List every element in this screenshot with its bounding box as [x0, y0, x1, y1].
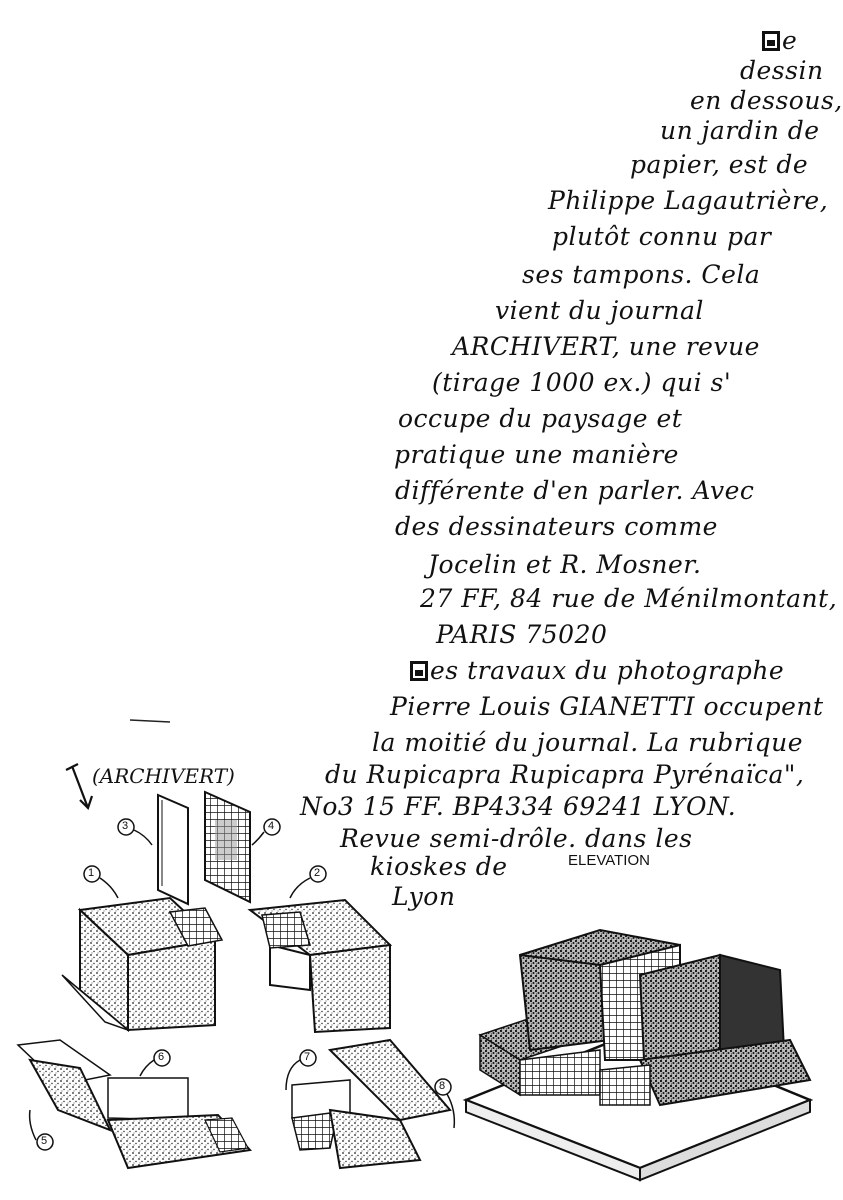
- text-line-16: Jocelin et R. Mosner.: [428, 550, 702, 579]
- text-line-20: Pierre Louis GIANETTI occupent: [390, 692, 824, 721]
- step-number-1: 1: [88, 867, 95, 879]
- text-line-5: papier, est de: [630, 150, 809, 179]
- drop-cap-l-2: [410, 661, 428, 681]
- text-line-2: dessin: [740, 56, 824, 85]
- step-number-4: 4: [268, 820, 275, 832]
- text-line-18: PARIS 75020: [436, 620, 608, 649]
- step-2-box: [247, 865, 393, 1034]
- text-line-23: No3 15 FF. BP4334 69241 LYON.: [300, 792, 737, 821]
- step-number-2: 2: [314, 867, 321, 879]
- step-number-7: 7: [304, 1051, 311, 1063]
- text-line-24: Revue semi-drôle. dans les: [340, 824, 693, 853]
- text-line-21: la moitié du journal. La rubrique: [372, 728, 804, 757]
- step-4-grid-panel: [204, 790, 281, 904]
- text-line-25: kioskes de: [370, 852, 508, 881]
- text-line-10: ARCHIVERT, une revue: [452, 332, 760, 361]
- text-line-11: (tirage 1000 ex.) qui s': [432, 368, 732, 397]
- archivert-label: (ARCHIVERT): [92, 764, 235, 788]
- step-number-8: 8: [439, 1080, 446, 1092]
- text-line-3: en dessous,: [690, 86, 843, 115]
- text-line-7: plutôt connu par: [552, 222, 772, 251]
- step-number-5: 5: [41, 1135, 48, 1147]
- step-number-3: 3: [122, 820, 129, 832]
- elevation-label: ELEVATION: [568, 852, 650, 869]
- text-line-13: pratique une manière: [394, 440, 679, 469]
- text-line-15: des dessinateurs comme: [395, 512, 718, 541]
- step-5-6-unfolded: [16, 1039, 253, 1170]
- step-number-6: 6: [158, 1051, 165, 1063]
- text-line-8: ses tampons. Cela: [522, 260, 761, 289]
- text-line-6: Philippe Lagautrière,: [548, 186, 829, 215]
- elevation-garden: [462, 928, 814, 1182]
- step-7-8-unfolded: [285, 1038, 456, 1170]
- text-line-4: un jardin de: [660, 116, 820, 145]
- archivert-arrow: [65, 763, 94, 811]
- text-line-19: es travaux du photographe: [410, 656, 784, 685]
- text-line-14: différente d'en parler. Avec: [395, 476, 755, 505]
- text-line-12: occupe du paysage et: [398, 404, 683, 433]
- step-1-box: [61, 865, 224, 1033]
- drop-cap-l: [762, 31, 780, 51]
- text-line-9: vient du journal: [495, 296, 704, 325]
- stray-mark: [129, 719, 171, 723]
- text-line-17: 27 FF, 84 rue de Ménilmontant,: [420, 584, 838, 613]
- text-line-1: e: [762, 26, 797, 55]
- text-line-22: du Rupicapra Rupicapra Pyrénaïca",: [325, 760, 805, 789]
- step-3-panel: [117, 793, 189, 906]
- text-line-26: Lyon: [392, 882, 456, 911]
